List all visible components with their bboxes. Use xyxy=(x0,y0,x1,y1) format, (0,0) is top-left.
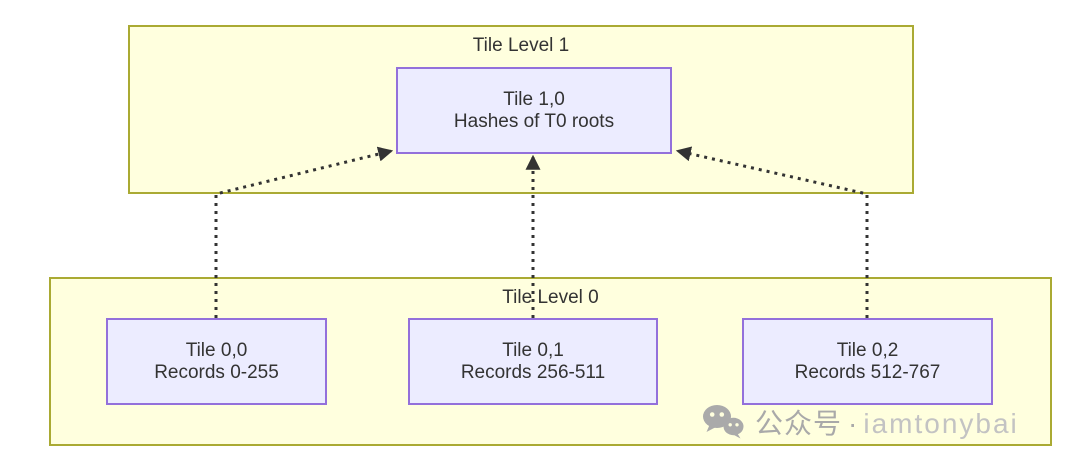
node-tile-0-2-subtitle: Records 512-767 xyxy=(794,361,941,383)
wechat-icon xyxy=(703,405,744,439)
watermark-en: iamtonybai xyxy=(863,408,1019,439)
watermark: 公众号·iamtonybai xyxy=(701,403,1019,441)
node-tile-0-2: Tile 0,2 Records 512-767 xyxy=(742,318,993,405)
cluster-tile-level-0-label: Tile Level 0 xyxy=(502,287,599,308)
node-tile-0-0-subtitle: Records 0-255 xyxy=(154,361,279,383)
cluster-tile-level-1-label: Tile Level 1 xyxy=(472,35,570,56)
node-tile-1-0-title: Tile 1,0 xyxy=(503,88,565,110)
watermark-separator: · xyxy=(848,408,858,439)
node-tile-0-0: Tile 0,0 Records 0-255 xyxy=(106,318,327,405)
node-tile-1-0-subtitle: Hashes of T0 roots xyxy=(453,110,615,132)
watermark-text: 公众号·iamtonybai xyxy=(755,402,1019,442)
node-tile-0-1-title: Tile 0,1 xyxy=(502,339,564,361)
node-tile-1-0: Tile 1,0 Hashes of T0 roots xyxy=(396,67,672,154)
node-tile-0-0-title: Tile 0,0 xyxy=(185,339,248,361)
node-tile-0-1: Tile 0,1 Records 256-511 xyxy=(408,318,658,405)
node-tile-0-1-subtitle: Records 256-511 xyxy=(460,361,606,383)
node-tile-0-2-title: Tile 0,2 xyxy=(836,339,899,361)
watermark-cn: 公众号 xyxy=(755,408,843,439)
